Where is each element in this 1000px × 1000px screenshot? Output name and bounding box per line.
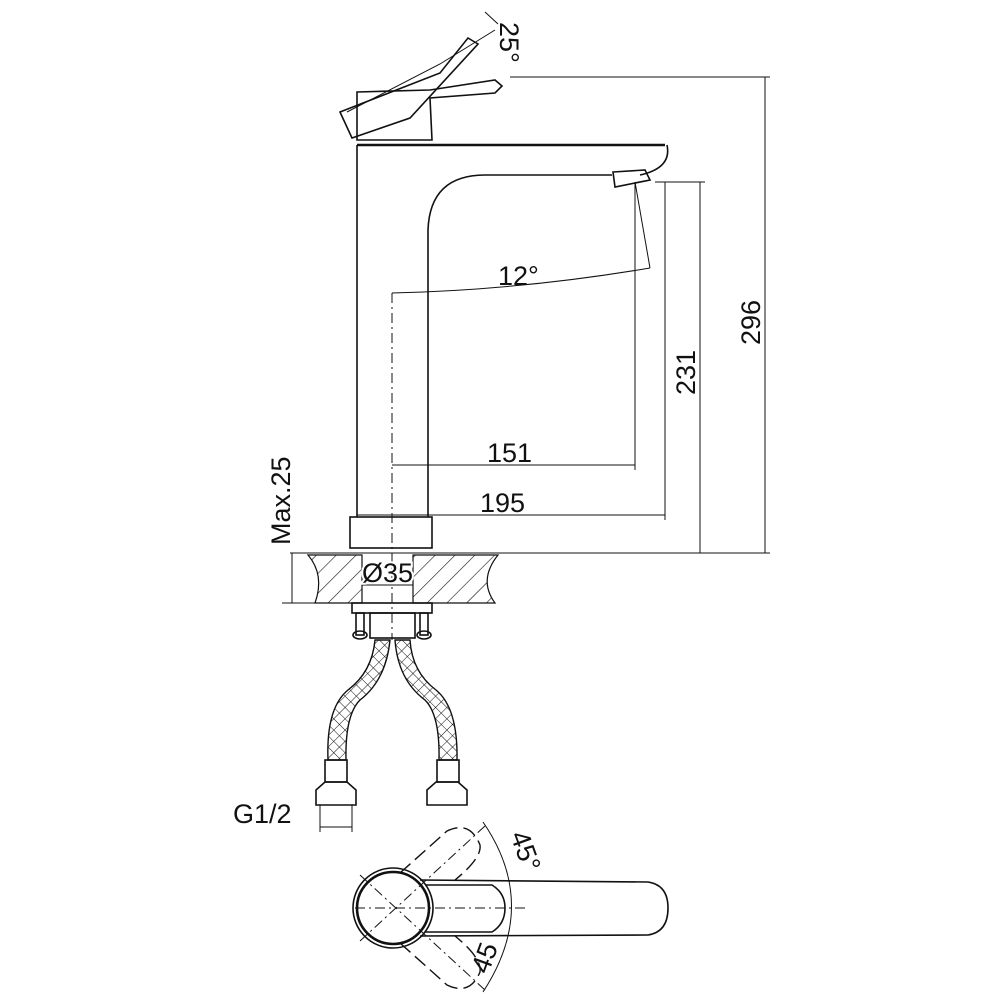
lever-angle-label: 25° <box>494 22 524 63</box>
spout-angle-label: 12° <box>498 261 539 291</box>
rotation-angle-bottom-label: 45 <box>465 939 503 977</box>
hole-diameter-label: Ø35 <box>362 558 413 588</box>
connection-label: G1/2 <box>233 799 292 829</box>
max-thickness-label: Max.25 <box>266 456 296 545</box>
countertop-section <box>306 554 500 604</box>
mounting-kit <box>351 602 433 640</box>
rotation-angle-top-label: 45° <box>504 827 546 876</box>
spout-height-label: 231 <box>671 350 701 395</box>
total-reach-label: 195 <box>480 488 525 518</box>
lever-handle <box>338 11 504 141</box>
spout-reach-label: 151 <box>487 438 532 468</box>
top-view <box>352 821 669 993</box>
faucet-body <box>349 143 669 549</box>
total-height-label: 296 <box>736 300 766 345</box>
supply-hoses <box>315 639 468 832</box>
